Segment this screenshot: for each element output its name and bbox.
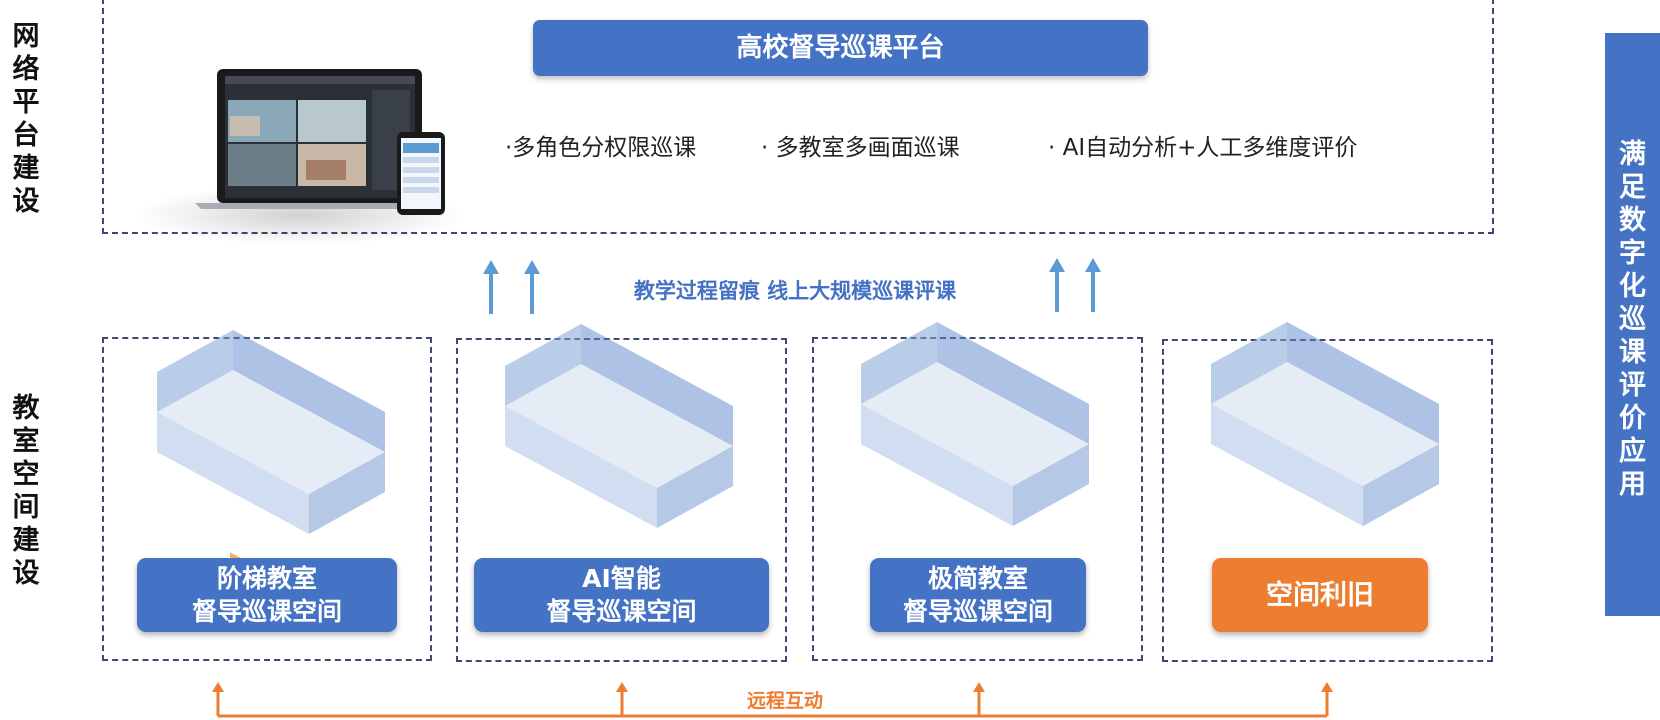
connector-arrow-3: [973, 682, 985, 692]
classroom-box-reuse: [1162, 339, 1493, 662]
label-ai-classroom: AI智能 督导巡课空间: [474, 558, 769, 632]
classroom-illustration-1: [157, 330, 385, 534]
label-space-reuse-line1: 空间利旧: [1266, 579, 1374, 611]
label-minimal-classroom-line1: 极简教室: [927, 564, 1028, 593]
classroom-illustration-3: [861, 322, 1089, 526]
laptop-base: [195, 203, 446, 209]
middle-caption: 教学过程留痕 线上大规模巡课评课: [633, 279, 957, 303]
remote-interaction-caption: 远程互动: [746, 690, 823, 712]
connector-arrow-2: [616, 682, 628, 692]
classroom-illustration-4: [1211, 322, 1439, 526]
label-minimal-classroom-line2: 督导巡课空间: [902, 597, 1053, 626]
classroom-space-label: 教 室 空 间 建 设: [12, 393, 40, 589]
label-lecture-hall-line2: 督导巡课空间: [191, 597, 342, 626]
classroom-box-minimal: [812, 337, 1143, 661]
label-space-reuse: 空间利旧: [1212, 558, 1428, 632]
label-minimal-classroom: 极简教室 督导巡课空间: [870, 558, 1086, 632]
platform-title: 高校督导巡课平台: [533, 20, 1148, 76]
up-arrow-1: [483, 260, 499, 314]
up-arrow-4: [1085, 258, 1101, 312]
up-arrow-3: [1049, 258, 1065, 312]
classroom-box-lecture-hall: [102, 337, 432, 661]
feature-multi-classroom: · 多教室多画面巡课: [761, 135, 960, 161]
connector-arrow-1: [212, 682, 224, 692]
connector-arrow-4: [1321, 682, 1333, 692]
application-panel: 满 足 数 字 化 巡 课 评 价 应 用: [1605, 33, 1660, 616]
up-arrow-2: [524, 260, 540, 314]
platform-box: [102, 0, 1494, 234]
label-lecture-hall: 阶梯教室 督导巡课空间: [137, 558, 397, 632]
feature-multi-role: ·多角色分权限巡课: [505, 135, 697, 161]
label-ai-classroom-line2: 督导巡课空间: [546, 597, 697, 626]
label-lecture-hall-line1: 阶梯教室: [216, 564, 317, 593]
classroom-illustration-2: [505, 324, 733, 528]
network-platform-label: 网 络 平 台 建 设: [12, 21, 40, 217]
feature-ai-analysis: · AI自动分析+人工多维度评价: [1048, 135, 1358, 161]
application-panel-text: 满 足 数 字 化 巡 课 评 价 应 用: [1619, 139, 1646, 500]
label-ai-classroom-line1: AI智能: [582, 564, 661, 593]
classroom-box-ai: [456, 338, 787, 662]
